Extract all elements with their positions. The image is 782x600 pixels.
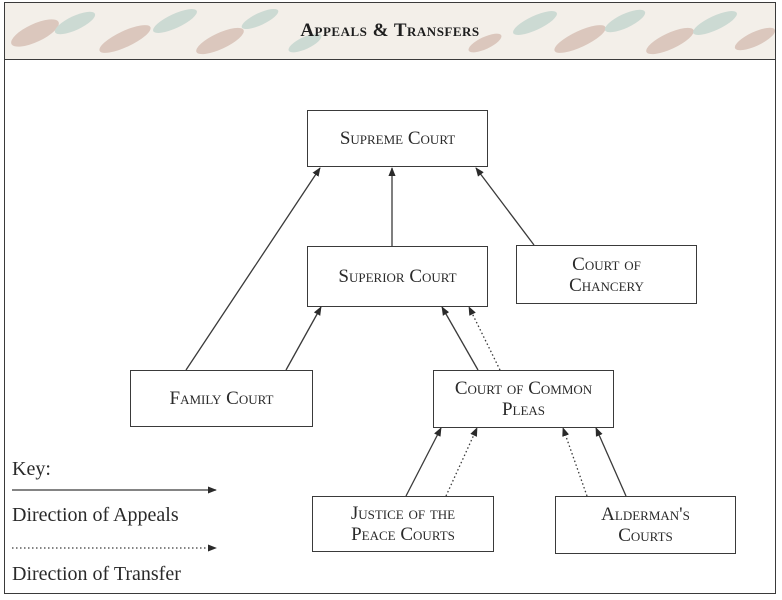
justice-peace-courts-box: Justice of the Peace Courts (312, 496, 494, 552)
key-label: Key: (12, 458, 51, 480)
appeal-family-to-superior (285, 306, 322, 371)
supreme-court-box: Supreme Court (307, 110, 488, 167)
superior-court-label: Superior Court (338, 266, 457, 287)
justice-peace-courts-label: Justice of the Peace Courts (350, 503, 456, 545)
banner-texture (11, 8, 775, 55)
appeal-family-to-supreme (185, 167, 321, 371)
appeal-commonpleas-to-superior (441, 306, 479, 371)
appeal-aldermans-to-commonpleas (595, 427, 627, 497)
transfer-commonpleas-to-superior (468, 306, 501, 371)
key-transfer-label: Direction of Transfer (12, 563, 181, 585)
common-pleas-court-box: Court of Common Pleas (433, 370, 614, 428)
family-court-label: Family Court (169, 388, 274, 409)
title-banner: Appeals & Transfers (5, 3, 775, 60)
chancery-court-label: Court of Chancery (569, 253, 644, 296)
diagram-title: Appeals & Transfers (300, 20, 480, 41)
appeal-justice-to-commonpleas (405, 427, 442, 497)
diagram-frame: Appeals & Transfers (4, 2, 776, 594)
transfer-justice-to-commonpleas (445, 427, 478, 497)
aldermans-courts-box: Alderman's Courts (555, 496, 736, 554)
chancery-court-box: Court of Chancery (516, 245, 697, 304)
appeal-chancery-to-supreme (475, 167, 535, 246)
supreme-court-label: Supreme Court (339, 128, 456, 149)
common-pleas-court-label: Court of Common Pleas (454, 378, 593, 420)
superior-court-box: Superior Court (307, 246, 488, 307)
family-court-box: Family Court (130, 370, 313, 427)
aldermans-courts-label: Alderman's Courts (601, 504, 690, 546)
key-appeals-label: Direction of Appeals (12, 504, 179, 526)
transfer-aldermans-to-commonpleas (562, 427, 588, 497)
